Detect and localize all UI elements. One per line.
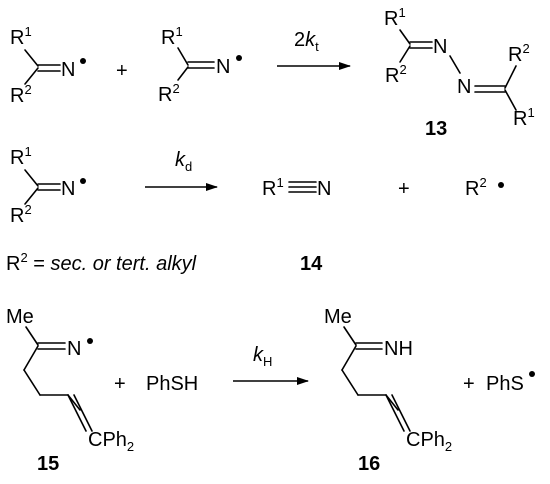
radical-dot: [529, 371, 535, 377]
radical-dot: [87, 338, 93, 344]
compound-number-14: 14: [300, 253, 323, 275]
rate-constant-kh: kH: [253, 344, 272, 369]
plus-sign: +: [463, 373, 475, 395]
svg-text:NH: NH: [384, 338, 413, 360]
rate-constant-kd: kd: [175, 149, 192, 174]
reaction-arrow-kd: kd: [145, 149, 218, 191]
nitrile-product-14: R1 N: [262, 175, 331, 200]
svg-text:R2: R2: [508, 41, 530, 66]
radical-dot: [236, 55, 242, 61]
svg-text:R2: R2: [158, 81, 180, 106]
svg-text:R1: R1: [384, 5, 406, 30]
plus-sign: +: [114, 373, 126, 395]
compound-number-15: 15: [37, 453, 59, 475]
compound-number-16: 16: [358, 453, 380, 475]
svg-text:CPh2: CPh2: [88, 429, 134, 454]
footnote-r2-definition: R2 = sec. or tert. alkyl: [6, 250, 197, 275]
azine-product-13: R1 R2 N N R2 R1: [384, 5, 535, 130]
svg-text:N: N: [216, 56, 230, 78]
svg-text:CPh2: CPh2: [406, 429, 452, 454]
svg-text:R2: R2: [10, 202, 32, 227]
svg-text:R1: R1: [10, 24, 32, 49]
svg-text:N: N: [61, 178, 75, 200]
thiyl-radical: PhS: [486, 371, 535, 395]
svg-text:R1: R1: [262, 175, 284, 200]
alkyl-radical-r2: R2: [465, 175, 504, 200]
svg-text:N: N: [433, 36, 447, 58]
svg-text:N: N: [67, 338, 81, 360]
reaction-arrow-kh: kH: [233, 344, 309, 385]
svg-text:R1: R1: [161, 24, 183, 49]
radical-dot: [498, 182, 504, 188]
svg-text:R2: R2: [465, 175, 487, 200]
svg-text:N: N: [317, 178, 331, 200]
thiophenol-reagent: PhSH: [146, 373, 198, 395]
radical-dot: [80, 178, 86, 184]
imine-product-16: Me NH CPh2: [324, 306, 452, 454]
svg-text:PhS: PhS: [486, 373, 524, 395]
reactant-iminyl-radical-3: R1 R2 N: [10, 144, 86, 227]
rate-constant-kt: 2kt: [294, 29, 319, 54]
svg-text:N: N: [457, 76, 471, 98]
compound-number-13: 13: [425, 118, 447, 140]
svg-text:R2: R2: [385, 62, 407, 87]
svg-text:N: N: [61, 59, 75, 81]
radical-dot: [80, 58, 86, 64]
svg-text:R1: R1: [513, 105, 535, 130]
plus-sign: +: [116, 60, 128, 82]
reaction-arrow-kt: 2kt: [277, 29, 351, 70]
svg-text:Me: Me: [324, 306, 352, 328]
svg-text:R1: R1: [10, 144, 32, 169]
plus-sign: +: [398, 178, 410, 200]
svg-text:Me: Me: [6, 306, 34, 328]
iminyl-radical-15: Me N CPh2: [6, 306, 134, 454]
reactant-iminyl-radical-2: R1 R2 N: [158, 24, 242, 106]
svg-text:R2: R2: [10, 82, 32, 107]
reactant-iminyl-radical-1: R1 R2 N: [10, 24, 86, 107]
